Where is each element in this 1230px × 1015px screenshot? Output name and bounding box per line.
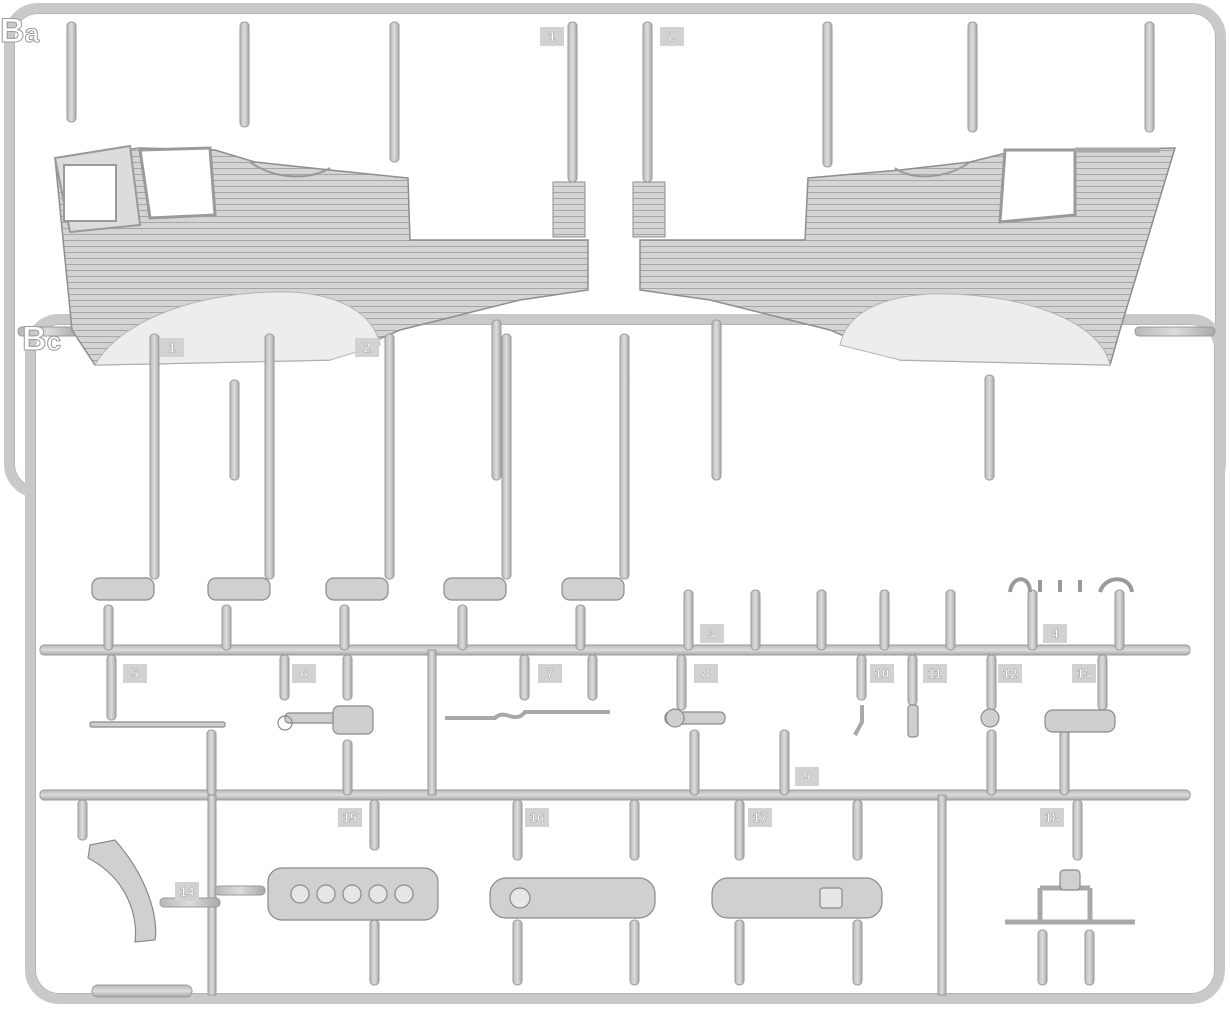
sprue-bc-letter: B bbox=[22, 320, 48, 359]
part-number-tag: 2 bbox=[660, 27, 684, 46]
part-number-tag: 13 bbox=[1072, 664, 1096, 683]
part-number-tag: 15 bbox=[338, 808, 362, 827]
sprue-bc-runners bbox=[39, 644, 1191, 998]
part-number-tag: 3 bbox=[700, 624, 724, 643]
sprue-bc-sub: c bbox=[46, 326, 62, 357]
sprue-bc-label: Bc bbox=[22, 320, 62, 359]
part-4-rails bbox=[1008, 577, 1134, 593]
part-number-tag: 1 bbox=[160, 338, 184, 357]
small-pin-parts bbox=[683, 589, 1125, 651]
sprue-bc-row2-parts bbox=[89, 704, 1116, 738]
part-number-tag: 1 bbox=[540, 27, 564, 46]
cylinder-parts bbox=[91, 577, 625, 601]
sprue-ba-label: Ba bbox=[0, 12, 40, 51]
part-number-tag: 5 bbox=[123, 664, 147, 683]
sprue-ba-letter: B bbox=[0, 12, 25, 51]
part-number-tag: 16 bbox=[525, 808, 549, 827]
sprue-ba-gates bbox=[17, 21, 1216, 481]
part-number-tag: 8 bbox=[694, 664, 718, 683]
part-number-tag: 10 bbox=[870, 664, 894, 683]
fuselage-half-left bbox=[53, 144, 589, 366]
part-number-tag: 14 bbox=[175, 882, 199, 901]
part-number-tag: 4 bbox=[1043, 624, 1067, 643]
fuselage-half-right bbox=[632, 147, 1177, 366]
part-number-tag: 17 bbox=[748, 808, 772, 827]
part-number-tag: 18 bbox=[1040, 808, 1064, 827]
sprue-bc-row2 bbox=[106, 654, 1108, 796]
part-number-tag: 9 bbox=[795, 767, 819, 786]
part-number-tag: 6 bbox=[292, 664, 316, 683]
sprue-ba-sub: a bbox=[24, 18, 40, 49]
part-number-tag: 2 bbox=[355, 338, 379, 357]
part-number-tag: 12 bbox=[998, 664, 1022, 683]
sprue-bc-row3-parts bbox=[87, 839, 1135, 943]
part-number-tag: 11 bbox=[923, 664, 947, 683]
part-number-tag: 7 bbox=[538, 664, 562, 683]
sprue-bc-row1 bbox=[103, 333, 630, 651]
